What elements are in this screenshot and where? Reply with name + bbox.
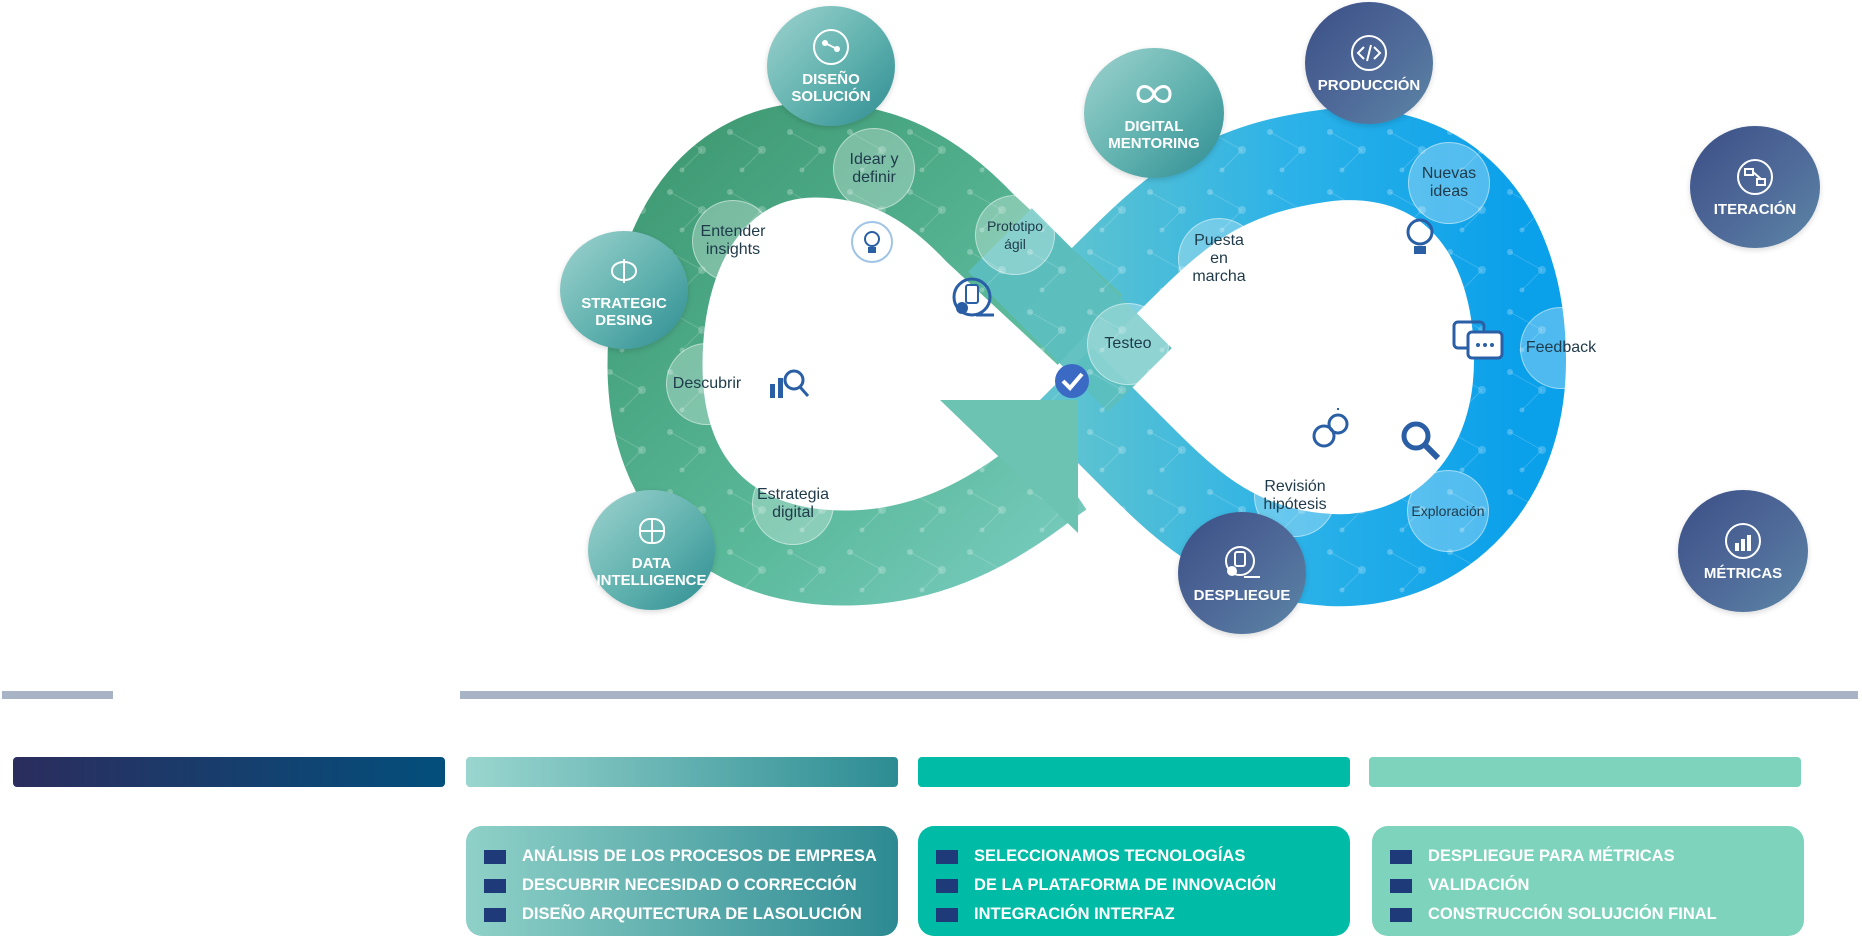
search-chart-icon (770, 369, 810, 398)
phase-bar-teal (918, 757, 1350, 787)
brain-bulb-icon (1406, 218, 1434, 254)
bullet-square (936, 907, 958, 922)
brain-gear-icon (610, 259, 638, 283)
bullet-square (1390, 907, 1412, 922)
phase-bar-mint (1369, 757, 1801, 787)
step-nuevas: Nuevas ideas (1408, 142, 1490, 224)
chat-bubbles-icon (1452, 320, 1504, 360)
list-item: SELECCIONAMOS TECNOLOGÍAS (936, 842, 1332, 871)
phase-bar-teal-light (466, 757, 898, 787)
step-prototipo: Prototipo ágil (975, 195, 1055, 275)
list-item: DESCUBRIR NECESIDAD O CORRECCIÓN (484, 871, 880, 900)
node-despliegue: DESPLIEGUE (1178, 512, 1306, 634)
infinity-loop-icon (1136, 85, 1172, 103)
list-item: VALIDACIÓN (1390, 871, 1786, 900)
node-digital-mentoring: DIGITAL MENTORING (1084, 48, 1224, 178)
list-item: DE LA PLATAFORMA DE INNOVACIÓN (936, 871, 1332, 900)
node-data-intelligence: DATA INTELLIGENCE (588, 490, 715, 610)
phase-box-3: DESPLIEGUE PARA MÉTRICAS VALIDACIÓN CONS… (1372, 826, 1804, 936)
phase-bar-navy (13, 757, 445, 787)
node-iteracion: ITERACIÓN (1690, 126, 1820, 248)
step-entender: Entender insights (692, 200, 774, 282)
step-testeo: Testeo (1087, 303, 1169, 385)
flow-diagram-icon (1737, 158, 1773, 195)
deploy-gear-icon (952, 277, 994, 317)
list-item: INTEGRACIÓN INTERFAZ (936, 900, 1332, 929)
divider-main (460, 691, 1858, 699)
node-strategic-desing: STRATEGIC DESING (560, 231, 688, 349)
step-exploracion: Exploración (1407, 470, 1489, 552)
list-item: DESPLIEGUE PARA MÉTRICAS (1390, 842, 1786, 871)
magnifier-icon (1401, 421, 1441, 461)
step-idear: Idear y definir (833, 128, 915, 210)
step-estrategia: Estrategia digital (752, 463, 834, 545)
step-feedback: Feedback (1520, 307, 1602, 389)
node-metricas: MÉTRICAS (1678, 490, 1808, 612)
node-diseno-solucion: DISEÑO SOLUCIÓN (767, 6, 895, 126)
brain-chip-icon (638, 518, 665, 544)
bullet-square (1390, 849, 1412, 864)
code-icon (1351, 34, 1387, 71)
loop-arrow-head (940, 400, 1078, 533)
bullet-square (484, 878, 506, 893)
bullet-square (484, 849, 506, 864)
phase-box-1: ANÁLISIS DE LOS PROCESOS DE EMPRESA DESC… (466, 826, 898, 936)
idea-gear-icon (1312, 408, 1349, 448)
deploy-gear-icon (1225, 545, 1260, 578)
list-item: DISEÑO ARQUITECTURA DE LASOLUCIÓN (484, 900, 880, 929)
bullet-square (484, 907, 506, 922)
step-descubrir: Descubrir (666, 343, 748, 425)
step-puesta: Puesta en marcha (1178, 218, 1260, 300)
lightbulb-icon (851, 221, 893, 263)
check-icon (1055, 364, 1089, 398)
list-item: CONSTRUCCIÓN SOLUJCIÓN FINAL (1390, 900, 1786, 929)
bullet-square (936, 878, 958, 893)
bar-chart-icon (1725, 522, 1761, 559)
circuit-brain-icon (813, 29, 849, 65)
bullet-square (936, 849, 958, 864)
list-item: ANÁLISIS DE LOS PROCESOS DE EMPRESA (484, 842, 880, 871)
phase-box-2: SELECCIONAMOS TECNOLOGÍAS DE LA PLATAFOR… (918, 826, 1350, 936)
bullet-square (1390, 878, 1412, 893)
divider-left (2, 691, 113, 699)
node-produccion: PRODUCCIÓN (1305, 2, 1433, 124)
